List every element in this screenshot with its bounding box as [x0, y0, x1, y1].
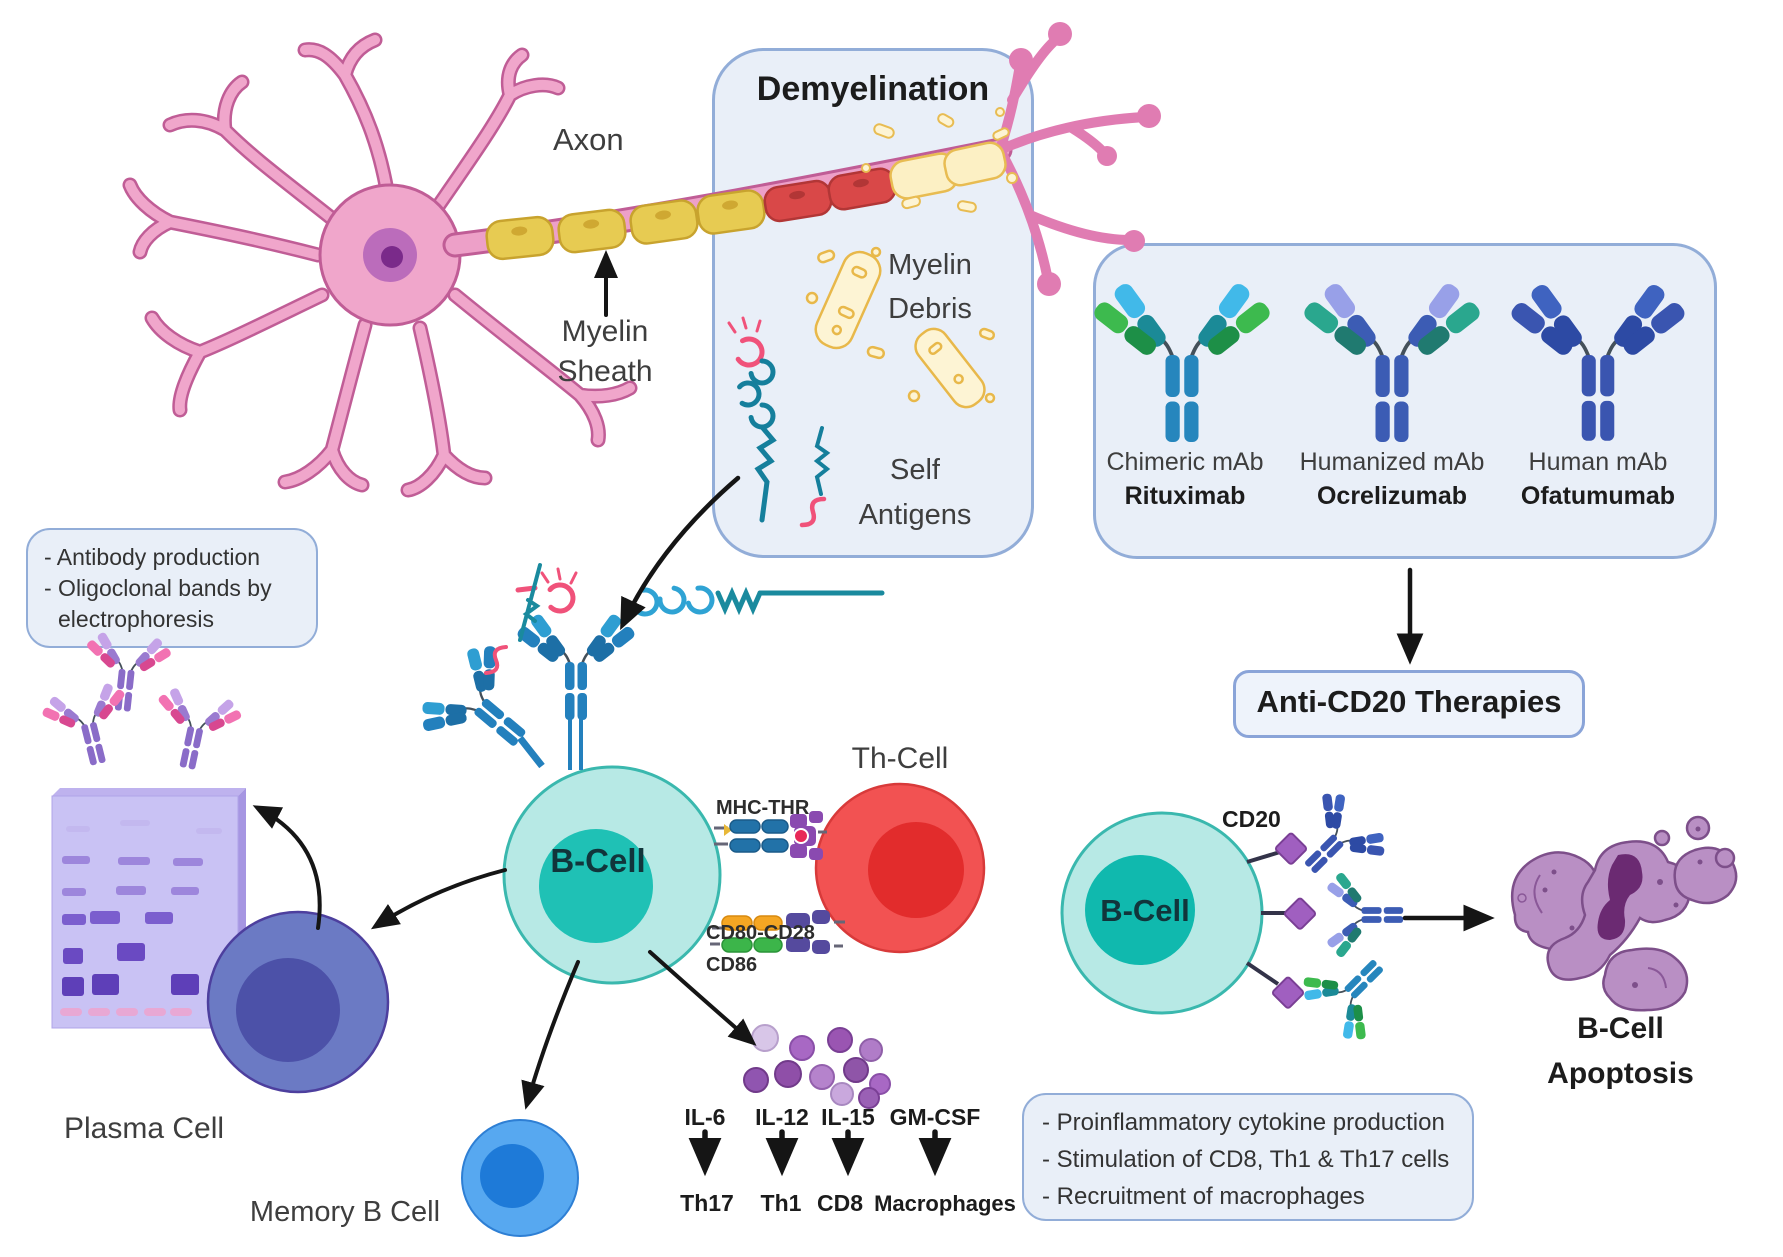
anti-cd20-box — [1233, 670, 1585, 738]
degrading-myelin-segments — [861, 107, 1018, 213]
plasma-cell — [206, 910, 390, 1094]
mab-humanized-label: Humanized mAb Ocrelizumab — [1299, 448, 1485, 510]
memory-b-cell-label: Memory B Cell — [249, 1196, 441, 1228]
b-cell-right-label: B-Cell — [1100, 893, 1190, 928]
self-antigens-label: Self Antigens — [858, 454, 972, 531]
axon-terminal-knobs — [1009, 22, 1161, 296]
apoptotic-b-cell — [1510, 815, 1738, 1012]
self-antigen-small — [799, 426, 831, 528]
arrow-demyelination-to-bcell — [620, 475, 741, 631]
gmcsf-label: GM-CSF — [889, 1104, 981, 1130]
arrows — [252, 250, 1495, 1177]
antibody-rituximab — [1091, 281, 1273, 442]
antibody-production-box — [26, 528, 318, 648]
effects-box — [1022, 1093, 1474, 1221]
mhc-thr-complex — [714, 811, 827, 860]
effects-note: - Proinflammatory cytokine production - … — [1042, 1109, 1450, 1210]
arrow-bcell-to-plasma — [370, 868, 507, 930]
il12-label: IL-12 — [755, 1104, 809, 1130]
b-cell-receptor — [409, 613, 637, 783]
axon-terminal — [995, 33, 1150, 285]
th-cell-label: Th-Cell — [851, 742, 949, 775]
plasma-cell-label: Plasma Cell — [63, 1112, 225, 1145]
arrow-bcell-to-memory — [521, 960, 580, 1110]
myelin-sheath-segments — [485, 189, 766, 261]
mhc-thr-label: MHC-THR — [716, 797, 810, 819]
antibody-ofatumumab — [1508, 282, 1687, 441]
axon-label: Axon — [553, 122, 624, 157]
demyelination-box — [712, 48, 1034, 558]
myelin-sheath-label: Myelin Sheath — [557, 315, 653, 388]
demyelination-title: Demyelination — [756, 70, 990, 108]
secreted-antibodies — [37, 629, 245, 777]
arrow-bcell-to-cytokines — [648, 950, 757, 1046]
mab-chimeric-label: Chimeric mAb Rituximab — [1106, 448, 1264, 510]
mab-panel-box — [1093, 243, 1717, 559]
arrow-plasma-to-gel — [252, 805, 322, 930]
cytokine-dots — [743, 1024, 891, 1109]
b-cell-right — [1060, 811, 1264, 1015]
myelin-debris-blobs — [805, 246, 996, 409]
th1-label: Th1 — [760, 1190, 802, 1216]
il15-label: IL-15 — [821, 1104, 875, 1130]
b-cell-center — [502, 765, 722, 985]
antibody-ocrelizumab — [1301, 281, 1483, 442]
memory-b-cell — [461, 1119, 579, 1237]
myelin-debris-label: Myelin Debris — [888, 249, 972, 325]
b-cell-center-label: B-Cell — [550, 842, 646, 879]
th-cell — [814, 782, 986, 954]
th17-label: Th17 — [680, 1190, 734, 1216]
antibody-production-note: - Antibody production - Oligoclonal band… — [44, 544, 272, 632]
cd8-label: CD8 — [816, 1190, 863, 1216]
cd80-cd28-complex — [710, 910, 845, 954]
cd20-receptors — [1245, 832, 1317, 1009]
anti-cd20-label: Anti-CD20 Therapies — [1256, 684, 1562, 719]
cd86-label: CD86 — [706, 954, 758, 976]
b-cell-apoptosis-label: B-Cell Apoptosis — [1547, 1012, 1694, 1090]
mab-human-label: Human mAb Ofatumumab — [1520, 448, 1676, 510]
il6-label: IL-6 — [684, 1104, 726, 1130]
self-antigen-large — [727, 316, 777, 523]
cd20-label: CD20 — [1222, 806, 1281, 832]
macrophages-label: Macrophages — [874, 1191, 1016, 1216]
cd80-cd28-label: CD80-CD28 — [706, 922, 815, 944]
